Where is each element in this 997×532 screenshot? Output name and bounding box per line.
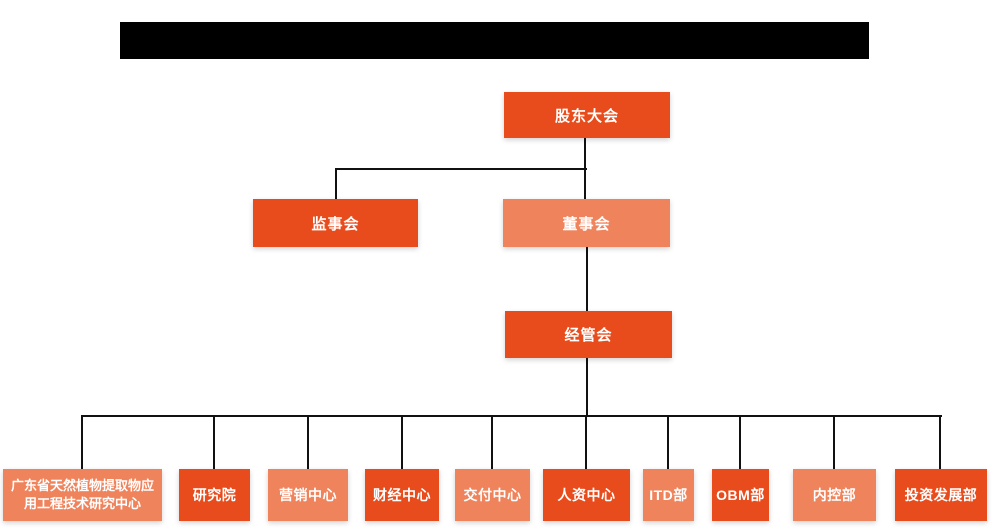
org-node-supervisory-board: 监事会 xyxy=(253,199,418,247)
connector-drop-investment-dev xyxy=(939,415,941,470)
org-node-management-committee: 经管会 xyxy=(505,311,672,358)
node-label: 营销中心 xyxy=(279,487,337,503)
node-label: 经管会 xyxy=(564,327,613,344)
connector-drop-delivery-center xyxy=(491,415,493,470)
connector-drop-itd-dept xyxy=(667,415,669,470)
org-node-board-of-directors: 董事会 xyxy=(503,199,670,247)
node-label: 股东大会 xyxy=(554,107,619,125)
connector-drop-internal-control xyxy=(833,415,835,470)
node-label: 内控部 xyxy=(812,487,857,503)
node-label: OBM部 xyxy=(716,487,765,503)
connector-drop-marketing-center xyxy=(307,415,309,470)
node-label: 研究院 xyxy=(192,487,237,503)
node-label: 投资发展部 xyxy=(904,487,978,503)
connector-directors-to-management xyxy=(586,247,588,312)
node-label: 监事会 xyxy=(311,215,360,233)
org-node-internal-control-dept: 内控部 xyxy=(793,469,876,521)
connector-branch-horizontal xyxy=(335,168,587,170)
connector-departments-horizontal xyxy=(81,415,942,417)
connector-drop-research-institute xyxy=(213,415,215,470)
node-label: ITD部 xyxy=(649,487,688,503)
connector-management-down xyxy=(586,358,588,417)
org-node-shareholders-meeting: 股东大会 xyxy=(504,92,670,138)
node-label: 财经中心 xyxy=(373,487,431,503)
connector-drop-finance-center xyxy=(401,415,403,470)
org-node-marketing-center: 营销中心 xyxy=(268,469,348,521)
node-label: 董事会 xyxy=(562,215,611,233)
node-label: 广东省天然植物提取物应用工程技术研究中心 xyxy=(10,477,154,511)
node-label: 人资中心 xyxy=(557,487,616,503)
redacted-title-bar xyxy=(120,22,869,59)
connector-drop-gd-center xyxy=(81,415,83,470)
node-label: 交付中心 xyxy=(463,487,522,503)
org-node-obm-dept: OBM部 xyxy=(712,469,769,521)
org-node-research-institute: 研究院 xyxy=(179,469,250,521)
connector-drop-obm-dept xyxy=(739,415,741,470)
connector-drop-hr-center xyxy=(585,415,587,470)
org-node-hr-center: 人资中心 xyxy=(543,469,630,521)
org-node-itd-dept: ITD部 xyxy=(643,469,694,521)
org-node-finance-center: 财经中心 xyxy=(365,469,439,521)
org-node-investment-dev-dept: 投资发展部 xyxy=(895,469,987,521)
org-node-gd-plant-extract-center: 广东省天然植物提取物应用工程技术研究中心 xyxy=(3,469,162,521)
org-node-delivery-center: 交付中心 xyxy=(455,469,530,521)
connector-supervisory-drop xyxy=(335,168,337,200)
